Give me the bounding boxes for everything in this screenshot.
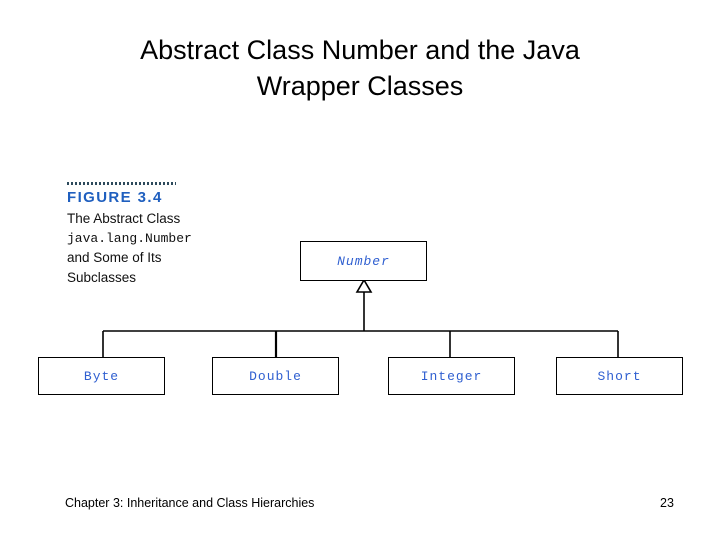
figure-label: FIGURE 3.4 (67, 189, 163, 206)
page-title-line-2: Wrapper Classes (256, 71, 464, 101)
footer-page-number: 23 (660, 496, 674, 510)
figure-caption-block: FIGURE 3.4 The Abstract Class java.lang.… (67, 182, 247, 287)
inheritance-triangle-icon (355, 278, 373, 293)
class-box-number: Number (300, 241, 427, 281)
footer-chapter-text: Chapter 3: Inheritance and Class Hierarc… (65, 496, 315, 510)
page-title-line-1: Abstract Class Number and the Java (140, 35, 580, 65)
caption-dotted-rule (67, 182, 176, 185)
class-box-double-label: Double (249, 368, 302, 384)
figure-caption-line-2: java.lang.Number (67, 230, 192, 246)
class-box-byte: Byte (38, 357, 165, 395)
class-box-short: Short (556, 357, 683, 395)
class-box-integer: Integer (388, 357, 515, 395)
figure-caption-line-3: and Some of Its (67, 250, 162, 265)
class-box-number-label: Number (337, 253, 390, 269)
class-box-integer-label: Integer (420, 368, 483, 384)
figure-caption-line-4: Subclasses (67, 269, 137, 285)
class-box-short-label: Short (597, 368, 642, 384)
figure-caption-line-1: The Abstract Class (67, 211, 181, 226)
page-title: Abstract Class Number and the Java Wrapp… (60, 32, 660, 104)
class-box-double: Double (212, 357, 339, 395)
class-box-byte-label: Byte (83, 368, 120, 384)
